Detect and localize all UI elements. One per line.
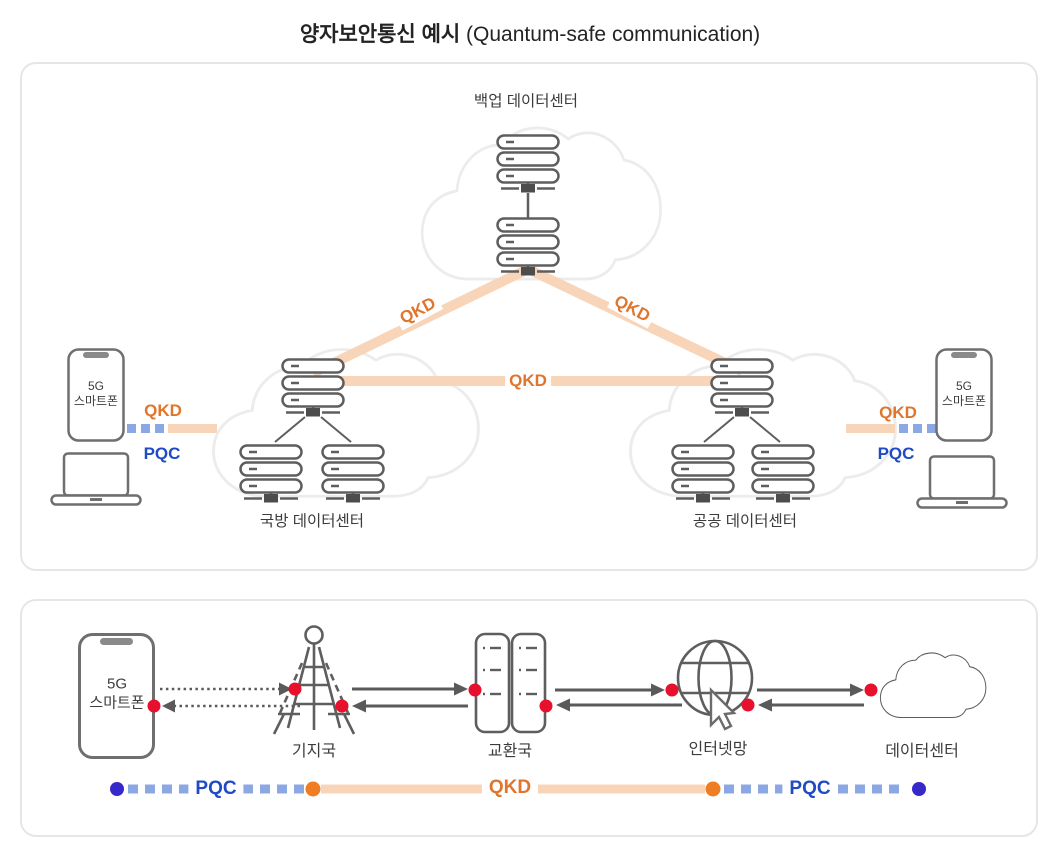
qkd-band xyxy=(846,424,895,433)
dotted-arrowhead-left xyxy=(162,699,175,713)
qkd-label-horizontal: QKD xyxy=(505,371,551,391)
pqc-label-right-access: PQC xyxy=(877,444,915,463)
public-connector-left xyxy=(703,416,735,443)
orange-dot-right xyxy=(705,781,721,797)
chain-phone-label: 5G 스마트폰 xyxy=(89,675,144,713)
datacenter-cloud-icon xyxy=(879,652,987,719)
public-dc-label: 공공 데이터센터 xyxy=(692,513,798,530)
pqc-dash xyxy=(899,424,908,433)
left-phone-label-line2: 스마트폰 xyxy=(73,394,119,408)
red-dot-phone xyxy=(147,699,161,713)
pqc-dashes-right xyxy=(724,784,899,794)
link-chain-panel: 5G 스마트폰 기지국 교환국 인터넷망 데이터센터 PQC QKD PQC xyxy=(20,599,1038,837)
orange-dot-left xyxy=(305,781,321,797)
pqc-dashes-left xyxy=(128,784,304,794)
arrow-internet-exchange-head xyxy=(556,698,570,712)
red-dot-tower-left xyxy=(288,682,302,696)
pqc-line-label-right: PQC xyxy=(782,778,838,800)
red-dot-globe-right xyxy=(741,698,755,712)
arrow-datacenter-internet-head xyxy=(758,698,772,712)
right-phone-label: 5G 스마트폰 xyxy=(942,379,986,409)
red-dot-exchange-right xyxy=(539,699,553,713)
qkd-label-left-access: QKD xyxy=(144,401,182,420)
right-access-link xyxy=(846,424,936,433)
page-title: 양자보안통신 예시 (Quantum-safe communication) xyxy=(0,18,1060,48)
defense-connector-right xyxy=(320,416,352,443)
smartphone-icon xyxy=(78,633,155,759)
dotted-arrowhead-right xyxy=(279,682,292,696)
left-phone-label-line1: 5G xyxy=(87,379,105,393)
pqc-dash xyxy=(141,424,150,433)
exchange-label: 교환국 xyxy=(487,743,533,760)
title-english: (Quantum-safe communication) xyxy=(460,23,761,46)
pqc-dash xyxy=(155,424,164,433)
navy-dot-left xyxy=(110,782,124,796)
qkd-label-right-access: QKD xyxy=(879,403,917,422)
cursor-icon xyxy=(709,687,737,731)
left-laptop-icon xyxy=(50,452,142,506)
right-phone-label-line2: 스마트폰 xyxy=(941,394,987,408)
right-laptop-icon xyxy=(916,455,1008,509)
arrow-exchange-internet-head xyxy=(651,683,665,697)
base-station-icon xyxy=(272,625,356,735)
pqc-dash xyxy=(913,424,922,433)
pqc-label-left-access: PQC xyxy=(143,444,181,463)
left-phone-label: 5G 스마트폰 xyxy=(74,379,118,409)
pqc-line-label-left: PQC xyxy=(188,778,244,800)
qkd-network-panel: 백업 데이터센터 국방 데이터센터 공공 데이터센터 QKD QKD QKD Q… xyxy=(20,62,1038,571)
red-dot-datacenter xyxy=(864,683,878,697)
arrow-exchange-tower-head xyxy=(352,699,366,713)
qkd-link-backup-defense xyxy=(310,264,531,378)
red-dots xyxy=(147,682,878,713)
chain-phone-label-line2: 스마트폰 xyxy=(89,694,145,711)
exchange-icon xyxy=(474,632,547,734)
title-korean: 양자보안통신 예시 xyxy=(299,23,461,46)
qkd-band xyxy=(168,424,217,433)
qkd-network-canvas xyxy=(50,126,1008,509)
red-dot-tower-right xyxy=(335,699,349,713)
defense-connector-left xyxy=(274,416,306,443)
public-connector-right xyxy=(749,416,781,443)
red-dot-exchange-left xyxy=(468,683,482,697)
datacenter-label: 데이터센터 xyxy=(885,743,959,760)
pqc-dash xyxy=(927,424,936,433)
qkd-line-label: QKD xyxy=(481,777,539,799)
arrow-tower-exchange-head xyxy=(454,682,468,696)
red-dot-globe-left xyxy=(665,683,679,697)
globe-icon xyxy=(676,639,754,717)
pqc-dash xyxy=(127,424,136,433)
chain-phone-label-line1: 5G xyxy=(106,675,128,693)
defense-dc-label: 국방 데이터센터 xyxy=(259,513,365,530)
internet-label: 인터넷망 xyxy=(688,741,748,758)
arrow-internet-datacenter-head xyxy=(850,683,864,697)
base-station-label: 기지국 xyxy=(291,743,337,760)
right-phone-label-line1: 5G xyxy=(955,379,973,393)
dotted-arrows xyxy=(160,687,300,708)
backup-dc-label: 백업 데이터센터 xyxy=(473,93,579,110)
left-access-link xyxy=(127,424,217,433)
navy-dot-right xyxy=(912,782,926,796)
